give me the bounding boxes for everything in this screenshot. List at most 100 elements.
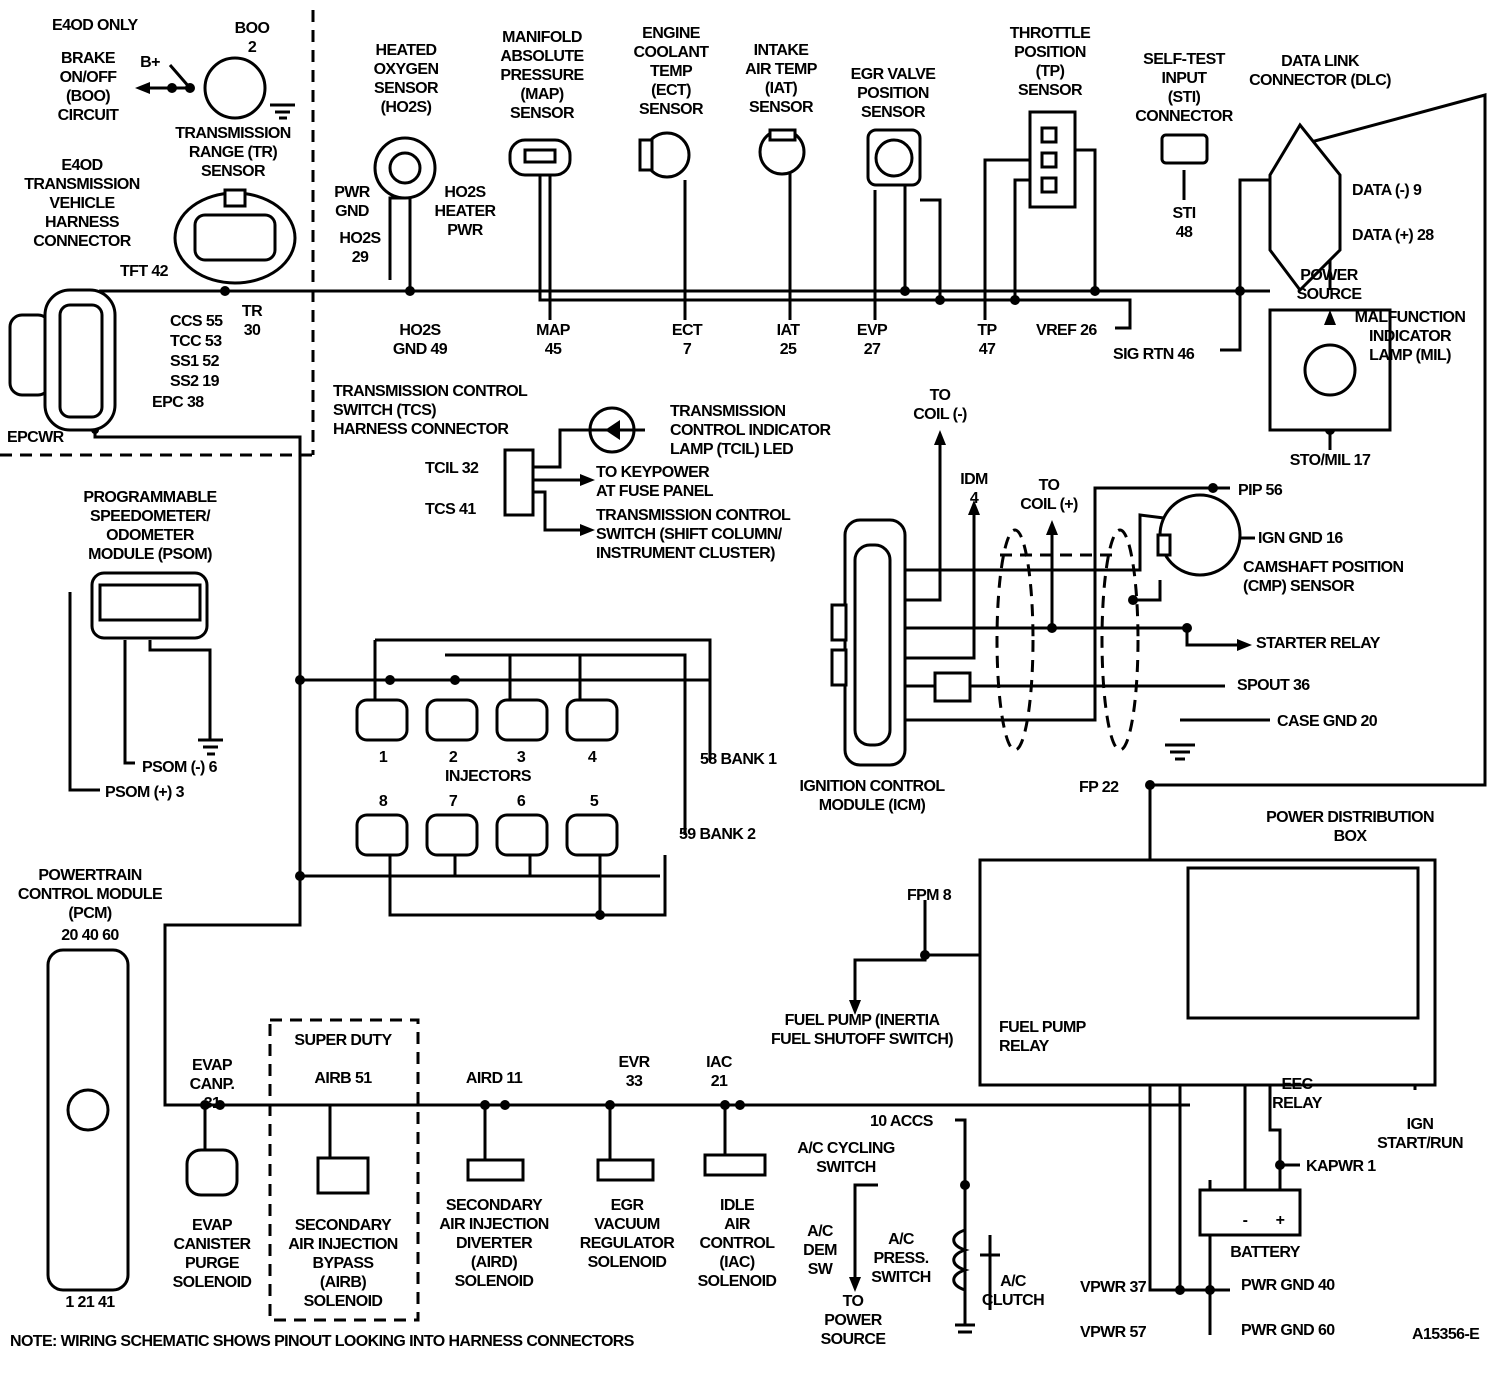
iac-solenoid-connector <box>703 1153 767 1177</box>
ac-dem-label-line: DEM <box>803 1242 837 1259</box>
tcs41-label: TCS 41 <box>425 501 476 518</box>
injectors-label: INJECTORS <box>445 768 532 785</box>
mil-label-line: LAMP (MIL) <box>1369 347 1451 364</box>
injector-4-label: 4 <box>588 749 597 766</box>
sti-title-line: CONNECTOR <box>1135 108 1233 125</box>
injector-1-label: 1 <box>379 749 388 766</box>
bank2-label-line: 59 BANK 2 <box>679 826 756 843</box>
dlc-connector <box>1268 122 1342 293</box>
fpm-label: FPM 8 <box>907 887 952 904</box>
tr30-label-line: TR <box>242 303 263 320</box>
note-text: NOTE: WIRING SCHEMATIC SHOWS PINOUT LOOK… <box>10 1333 635 1350</box>
egr-position-sensor-connector <box>866 128 922 187</box>
brake-circuit-label-line: (BOO) <box>66 88 110 105</box>
ect-sensor-connector <box>638 131 691 179</box>
aird11-label-line: AIRD 11 <box>466 1070 523 1087</box>
ho2s-heater-label-line: HO2S <box>444 184 486 201</box>
tr-sensor-label-line: TRANSMISSION <box>175 125 291 142</box>
spout-connector <box>933 671 972 703</box>
ho2s-title-line: HEATED <box>376 42 437 59</box>
to-power-source-label-line: SOURCE <box>821 1331 887 1348</box>
tr-sensor-label-line: RANGE (TR) <box>189 144 277 161</box>
ho2s-heater-label-line: HEATER <box>435 203 497 220</box>
ign-gnd-label-line: IGN GND 16 <box>1258 530 1343 547</box>
evap-solenoid-label-line: EVAP <box>192 1217 233 1234</box>
fuel-pump-relay-label-line: RELAY <box>999 1038 1050 1055</box>
to-coil-neg-label-line: TO <box>930 387 951 404</box>
evr-label-line: EVR <box>618 1054 650 1071</box>
dlc-title-line: DATA LINK <box>1281 53 1360 70</box>
tp-title-line: THROTTLE <box>1010 25 1091 42</box>
starter-relay-label: STARTER RELAY <box>1256 635 1381 652</box>
to-coil-pos-label-line: TO <box>1039 477 1060 494</box>
map-title-line: ABSOLUTE <box>500 48 584 65</box>
b-plus-label-line: B+ <box>140 54 160 71</box>
ect-title-line: COOLANT <box>634 44 710 61</box>
data-neg-label: DATA (-) 9 <box>1352 182 1422 199</box>
bank2-label: 59 BANK 2 <box>679 826 756 843</box>
mil-label-line: INDICATOR <box>1369 328 1452 345</box>
bank1-label-line: 58 BANK 1 <box>700 751 777 768</box>
ect7-label-line: ECT <box>672 322 703 339</box>
map-title-line: MANIFOLD <box>502 29 582 46</box>
map45-label-line: 45 <box>545 341 562 358</box>
tcs41-label-line: TCS 41 <box>425 501 476 518</box>
ac-clutch-label-line: CLUTCH <box>982 1292 1044 1309</box>
ac-cycling-label-line: A/C CYCLING <box>797 1140 895 1157</box>
arrow-idm <box>968 500 980 515</box>
mil-label-line: MALFUNCTION <box>1355 309 1466 326</box>
e4od-connector-label-line: TRANSMISSION <box>24 176 140 193</box>
egr-solenoid-label-line: VACUUM <box>594 1216 660 1233</box>
psom-title-line: PROGRAMMABLE <box>83 489 217 506</box>
ho2s-title-line: OXYGEN <box>374 61 439 78</box>
map-title-line: SENSOR <box>510 105 575 122</box>
evp-label-line: EVP <box>857 322 888 339</box>
ss2-label: SS2 19 <box>170 373 220 390</box>
map-title-line: (MAP) <box>520 86 563 103</box>
epc-label-line: EPC 38 <box>152 394 204 411</box>
fpm-label-line: FPM 8 <box>907 887 952 904</box>
tcs-switch-label-line: INSTRUMENT CLUSTER) <box>596 545 775 562</box>
airb51-label-line: AIRB 51 <box>314 1070 372 1087</box>
ect-title-line: (ECT) <box>651 82 691 99</box>
airb-solenoid-connector <box>316 1156 370 1195</box>
ss1-label: SS1 52 <box>170 353 220 370</box>
airb-solenoid-label-line: SOLENOID <box>304 1293 383 1310</box>
arrow-fuel-pump <box>849 1000 861 1015</box>
e4od-connector-label-line: E4OD <box>61 157 102 174</box>
dlc-title-line: CONNECTOR (DLC) <box>1249 72 1391 89</box>
pip-label-line: PIP 56 <box>1238 482 1283 499</box>
keypower-label-line: AT FUSE PANEL <box>596 483 714 500</box>
evr-label-line: 33 <box>626 1073 643 1090</box>
keypower-label-line: TO KEYPOWER <box>596 464 710 481</box>
cmp-label-line: (CMP) SENSOR <box>1243 578 1355 595</box>
aird-solenoid-connector <box>466 1158 525 1182</box>
epc-label: EPC 38 <box>152 394 204 411</box>
injector-connectors <box>355 698 619 857</box>
tcs-title-line: SWITCH (TCS) <box>333 402 436 419</box>
tp-title-line: (TP) <box>1036 63 1065 80</box>
aird-solenoid-label-line: SOLENOID <box>455 1273 534 1290</box>
sto-mil-label: STO/MIL 17 <box>1290 452 1371 469</box>
iat-sensor-connector <box>758 128 806 176</box>
sti-title-line: INPUT <box>1161 70 1207 87</box>
brake-circuit-label-line: BRAKE <box>61 50 116 67</box>
egr-solenoid-label-line: EGR <box>611 1197 645 1214</box>
sti-connector <box>1160 133 1209 165</box>
data-pos-label: DATA (+) 28 <box>1352 227 1434 244</box>
pwr-gnd-label-line: GND <box>335 203 369 220</box>
arrow-to-power-source <box>849 1277 861 1292</box>
psom-neg-label-line: PSOM (-) 6 <box>142 759 218 776</box>
